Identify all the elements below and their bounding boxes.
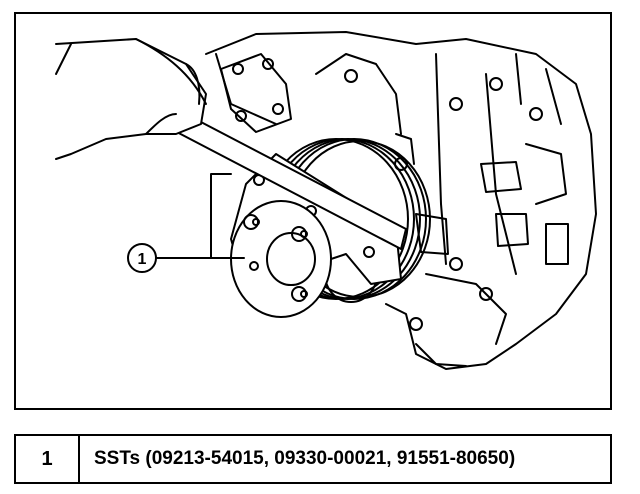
legend-row-description: SSTs (09213-54015, 09330-00021, 91551-80…: [94, 448, 516, 469]
callout-leader: [155, 173, 245, 259]
hand: [55, 38, 207, 160]
legend-table: 1 SSTs (09213-54015, 09330-00021, 91551-…: [14, 434, 612, 484]
callout-1: 1: [127, 243, 157, 273]
illustration-frame: 1: [14, 12, 612, 410]
engine-pulley-illustration: 1: [55, 31, 597, 370]
holding-tool: [230, 153, 402, 318]
callout-number: 1: [138, 251, 147, 268]
legend-row-number: 1: [16, 436, 80, 482]
